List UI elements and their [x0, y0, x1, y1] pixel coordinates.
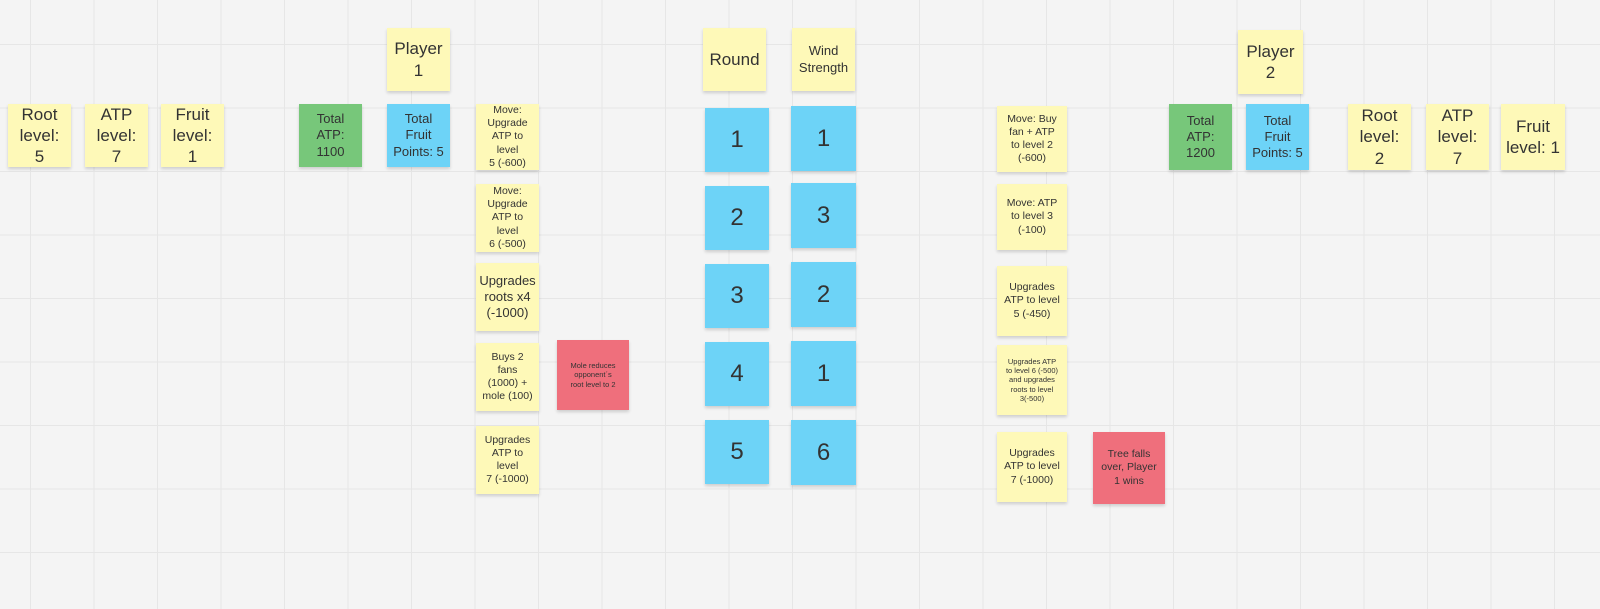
p1-move-2-note[interactable]: Move: Upgrade ATP to level 6 (-500)	[476, 184, 539, 252]
round-1-note[interactable]: 1	[705, 108, 769, 172]
wind-strength-header-note[interactable]: Wind Strength	[792, 28, 855, 91]
p2-fruit-level-note[interactable]: Fruit level: 1	[1501, 104, 1565, 170]
p2-title-note[interactable]: Player 2	[1238, 30, 1303, 94]
p2-total-atp-note[interactable]: Total ATP: 1200	[1169, 104, 1232, 170]
p2-move-3-note[interactable]: Upgrades ATP to level 5 (-450)	[997, 266, 1067, 336]
p1-total-atp-note[interactable]: Total ATP: 1100	[299, 104, 362, 167]
round-header-note[interactable]: Round	[703, 28, 766, 91]
wind-3-note[interactable]: 2	[791, 262, 856, 327]
p2-root-level-note[interactable]: Root level: 2	[1348, 104, 1411, 170]
p1-atp-level-note[interactable]: ATP level: 7	[85, 104, 148, 167]
p2-total-fruit-note[interactable]: Total Fruit Points: 5	[1246, 104, 1309, 170]
wind-5-note[interactable]: 6	[791, 420, 856, 485]
p1-move-3-note[interactable]: Upgrades roots x4 (-1000)	[476, 263, 539, 331]
p2-event-note[interactable]: Tree falls over, Player 1 wins	[1093, 432, 1165, 504]
p1-event-note[interactable]: Mole reduces opponent´s root level to 2	[557, 340, 629, 410]
p1-fruit-level-note[interactable]: Fruit level: 1	[161, 104, 224, 167]
round-3-note[interactable]: 3	[705, 264, 769, 328]
wind-4-note[interactable]: 1	[791, 341, 856, 406]
p1-root-level-note[interactable]: Root level: 5	[8, 104, 71, 167]
round-4-note[interactable]: 4	[705, 342, 769, 406]
p2-atp-level-note[interactable]: ATP level: 7	[1426, 104, 1489, 170]
round-2-note[interactable]: 2	[705, 186, 769, 250]
p1-move-5-note[interactable]: Upgrades ATP to level 7 (-1000)	[476, 426, 539, 494]
p1-move-1-note[interactable]: Move: Upgrade ATP to level 5 (-600)	[476, 104, 539, 170]
p2-move-4-note[interactable]: Upgrades ATP to level 6 (-500) and upgra…	[997, 345, 1067, 415]
p2-move-1-note[interactable]: Move: Buy fan + ATP to level 2 (-600)	[997, 106, 1067, 172]
wind-1-note[interactable]: 1	[791, 106, 856, 171]
p1-total-fruit-note[interactable]: Total Fruit Points: 5	[387, 104, 450, 167]
p2-move-5-note[interactable]: Upgrades ATP to level 7 (-1000)	[997, 432, 1067, 502]
p2-move-2-note[interactable]: Move: ATP to level 3 (-100)	[997, 184, 1067, 250]
round-5-note[interactable]: 5	[705, 420, 769, 484]
p1-move-4-note[interactable]: Buys 2 fans (1000) + mole (100)	[476, 343, 539, 411]
wind-2-note[interactable]: 3	[791, 183, 856, 248]
p1-title-note[interactable]: Player 1	[387, 28, 450, 91]
